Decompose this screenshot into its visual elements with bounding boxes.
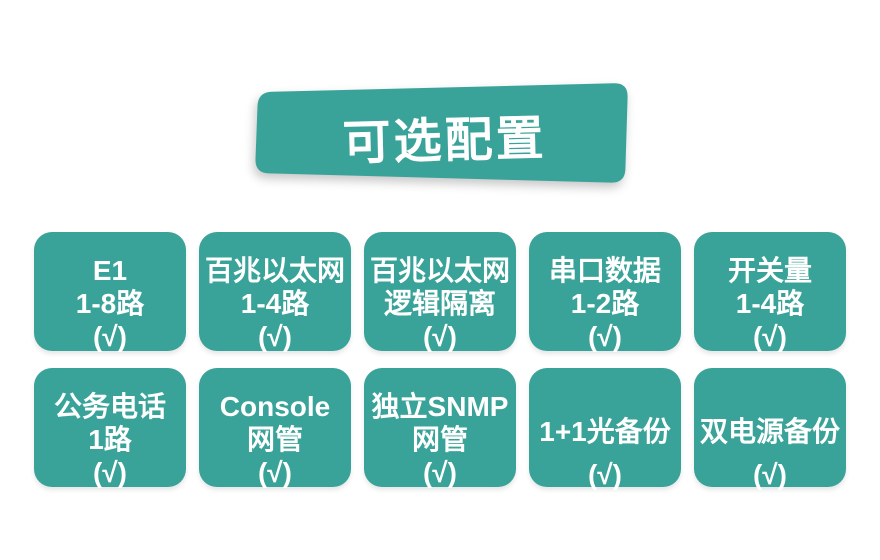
card-service-phone-name: 公务电话 [53,391,166,422]
card-service-phone: 公务电话 1路 (√) [34,368,186,488]
card-fast-ethernet-isolated-name: 百兆以太网 [369,255,510,286]
card-fast-ethernet-isolated: 百兆以太网 逻辑隔离 (√) [364,232,516,352]
card-snmp-management: 独立SNMP 网管 (√) [364,368,516,488]
title-banner-shape [255,83,628,183]
card-fast-ethernet-range: 1-4路 [240,288,310,319]
card-power-backup-name: 双电源备份 [699,416,840,447]
card-snmp-management-check: (√) [422,457,457,488]
card-switch-quantity-check: (√) [752,321,787,352]
card-e1: E1 1-8路 (√) [34,232,186,352]
card-service-phone-range: 1路 [88,424,132,455]
card-fast-ethernet-isolated-check: (√) [422,321,457,352]
card-e1-range: 1-8路 [75,288,145,319]
card-e1-check: (√) [92,321,127,352]
card-snmp-management-name: 独立SNMP [371,391,509,422]
card-optical-backup: 1+1光备份 (√) [529,368,681,490]
card-snmp-management-range: 网管 [411,424,468,455]
card-e1-name: E1 [92,255,128,286]
card-serial-data-check: (√) [587,321,622,352]
card-fast-ethernet-check: (√) [257,321,292,352]
card-switch-quantity-name: 开关量 [727,255,812,286]
card-console-management-range: 网管 [246,424,303,455]
card-service-phone-check: (√) [92,457,127,488]
card-serial-data-range: 1-2路 [570,288,640,319]
page-title: 可选配置 [342,112,548,171]
card-serial-data-name: 串口数据 [548,255,661,286]
card-switch-quantity: 开关量 1-4路 (√) [694,232,846,352]
card-optical-backup-name: 1+1光备份 [539,416,671,447]
card-power-backup-check: (√) [752,459,787,490]
card-fast-ethernet-name: 百兆以太网 [204,255,345,286]
options-grid: E1 1-8路 (√) 百兆以太网 1-4路 (√) 百兆以太网 逻辑隔离 (√… [34,232,846,490]
card-power-backup: 双电源备份 (√) [694,368,846,490]
card-optical-backup-check: (√) [587,459,622,490]
card-console-management-check: (√) [257,457,292,488]
card-switch-quantity-range: 1-4路 [735,288,805,319]
card-serial-data: 串口数据 1-2路 (√) [529,232,681,352]
card-console-management-name: Console [219,391,331,422]
card-console-management: Console 网管 (√) [199,368,351,488]
card-fast-ethernet-isolated-range: 逻辑隔离 [383,288,496,319]
card-fast-ethernet: 百兆以太网 1-4路 (√) [199,232,351,352]
